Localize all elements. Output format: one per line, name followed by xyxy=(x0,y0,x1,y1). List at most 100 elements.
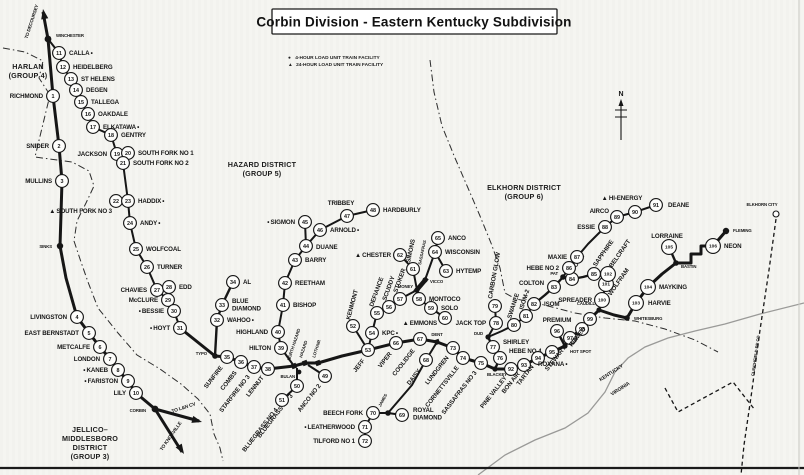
station-number: 24 xyxy=(127,221,133,227)
junction-square xyxy=(433,338,441,346)
station-label: ISOM xyxy=(544,301,559,308)
compass-north-label: N xyxy=(619,91,624,98)
junction-lothair: LOTHAIR xyxy=(311,338,322,367)
station-number: 8 xyxy=(117,368,120,374)
station-number: 6 xyxy=(99,345,102,351)
station-marker xyxy=(628,205,642,219)
station-label: OAKDALE xyxy=(98,111,128,118)
station-marker xyxy=(52,139,66,153)
label-kentucky: KENTUCKY xyxy=(599,363,626,383)
station-marker xyxy=(488,299,502,313)
station-marker xyxy=(129,386,143,400)
station-label: ARNOLD • xyxy=(330,227,359,234)
station-marker xyxy=(261,362,275,376)
station-label: METCALFE xyxy=(57,344,90,351)
junction-label: PAT xyxy=(550,271,558,276)
station-label: HADDIX • xyxy=(138,198,164,205)
station-number: 30 xyxy=(171,309,177,315)
station-label: HIGHLAND xyxy=(236,329,268,336)
junction-dot xyxy=(596,307,602,313)
station-wahoo: 32 WAHOO • xyxy=(210,313,254,327)
station-label: HEBE NO 4 xyxy=(509,348,542,355)
station-marker xyxy=(395,408,409,422)
junction-vicco: VICCO xyxy=(422,277,444,284)
station-number: 89 xyxy=(614,215,620,221)
junction-winchester: WINCHESTER xyxy=(44,33,85,43)
station-marker xyxy=(370,306,384,320)
arrow-to-decoursey xyxy=(41,9,49,20)
station-number: 76 xyxy=(497,356,503,362)
page-title: Corbin Division - Eastern Kentucky Subdi… xyxy=(256,15,571,30)
station-marker xyxy=(628,295,644,311)
junction-label: ELKHORN CITY xyxy=(746,202,777,207)
station-number: 53 xyxy=(365,348,371,354)
junction-label: CORBIN xyxy=(130,408,146,413)
station-number: 88 xyxy=(602,225,608,231)
station-marker xyxy=(288,253,302,267)
station-number: 10 xyxy=(133,391,139,397)
station-number: 20 xyxy=(125,151,131,157)
station-marker xyxy=(121,194,135,208)
junction-square xyxy=(290,362,298,370)
station-bessie: 30 • BESSIE xyxy=(139,304,181,318)
junction-dot xyxy=(44,35,52,43)
station-number: 64 xyxy=(432,250,438,256)
station-label: • BESSIE xyxy=(139,308,164,315)
district-label-harlan-group-4: HARLAN(GROUP 4) xyxy=(9,62,48,80)
station-marker xyxy=(389,336,403,350)
station-label: DEANE xyxy=(668,202,689,209)
station-label: WAHOO • xyxy=(227,317,254,324)
station-label: BLUEGRASS NO 4 xyxy=(241,406,280,453)
station-number: 35 xyxy=(224,355,230,361)
station-marker xyxy=(563,331,577,345)
junction-bastin: BASTIN xyxy=(673,260,697,269)
station-number: 11 xyxy=(56,51,62,57)
station-marker xyxy=(46,89,60,103)
station-number: 32 xyxy=(214,318,220,324)
station-marker xyxy=(173,321,187,335)
station-number: 67 xyxy=(417,337,423,343)
station-number: 17 xyxy=(90,125,96,131)
station-number: 33 xyxy=(219,303,225,309)
station-marker xyxy=(640,279,656,295)
station-label: MONTOCO xyxy=(429,296,461,303)
station-label: KENMONT xyxy=(345,289,360,321)
junction-label: DENT xyxy=(431,332,443,337)
station-label: SIMONS xyxy=(405,239,417,264)
station-label: COLTON xyxy=(519,280,545,287)
station-label: BISHOP xyxy=(293,302,316,309)
station-number: 90 xyxy=(632,210,638,216)
station-number: 93 xyxy=(521,363,527,369)
station-marker xyxy=(121,374,135,388)
station-hebe-no-4: 76 HEBE NO 4 xyxy=(493,348,542,365)
station-marker xyxy=(474,356,488,370)
station-number: 81 xyxy=(523,314,529,320)
label-to-lncv: TO L&N CV xyxy=(171,401,197,415)
junction-blackey: BLACKEY xyxy=(487,366,507,377)
station-label: SOUTH FORK NO 1 xyxy=(138,150,194,157)
